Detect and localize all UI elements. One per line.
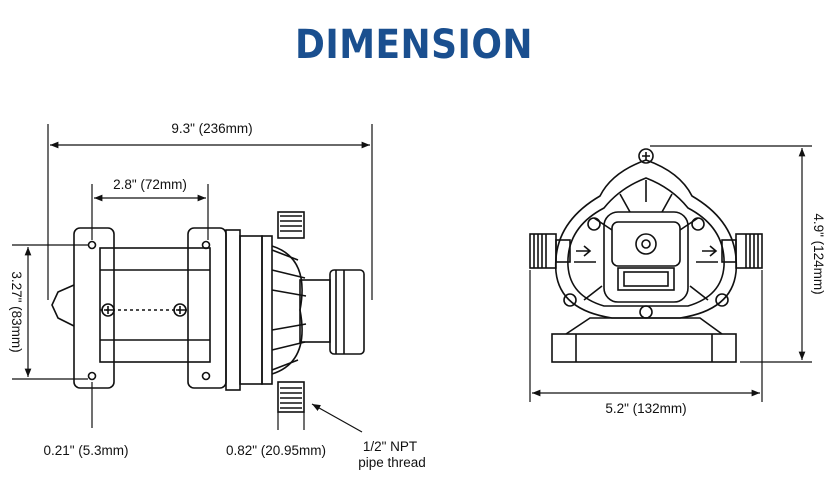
- port-size-label: 0.82" (20.95mm): [226, 443, 326, 458]
- front-width-label: 5.2" (132mm): [605, 401, 686, 416]
- front-view-pump: [529, 148, 763, 363]
- hole-diameter-label: 0.21" (5.3mm): [43, 443, 128, 458]
- thread-label-line1: 1/2" NPT: [363, 439, 417, 454]
- front-height-label: 4.9" (124mm): [811, 213, 826, 294]
- thread-label-line2: pipe thread: [358, 455, 426, 470]
- page-title: DIMENSION: [295, 22, 533, 68]
- side-view-pump: [51, 211, 365, 413]
- overall-length-label: 9.3" (236mm): [171, 121, 252, 136]
- mount-spacing-label: 2.8" (72mm): [113, 177, 187, 192]
- height-label: 3.27" (83mm): [9, 271, 24, 352]
